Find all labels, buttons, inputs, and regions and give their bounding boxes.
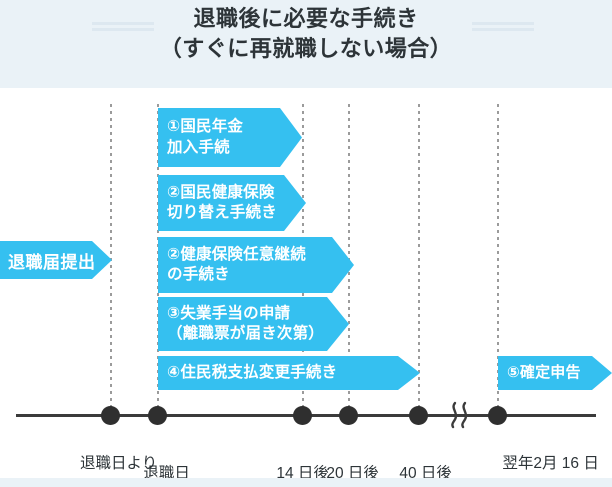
footer-band [0, 478, 612, 487]
timeline-dot-14d [293, 406, 312, 425]
axis-label-40d: 40 日後 [369, 442, 465, 487]
axis-break-icon [446, 401, 476, 429]
timeline-dot-tax-season [488, 406, 507, 425]
axis-label-tax-season-line1: 翌年2月 16 日 [502, 455, 599, 472]
header-decoration-right [472, 22, 534, 31]
task-bar-residence-tax-change[interactable]: ④住民税支払変更手続き [158, 356, 420, 390]
start-label-resignation-submit: 退職届提出 [0, 241, 112, 279]
task-bar-national-health-insurance[interactable]: ②国民健康保険 切り替え手続き [158, 175, 306, 231]
task-bar-national-pension[interactable]: ①国民年金 加入手続 [158, 108, 302, 167]
page-title-line1: 退職後に必要な手続き [193, 6, 419, 31]
timeline-dot-20d [339, 406, 358, 425]
axis-label-tax-season: 翌年2月 16 日 〜3月 15 日 [472, 432, 612, 487]
task-bar-unemployment-benefit[interactable]: ③失業手当の申請 （離職票が届き次第） [158, 297, 349, 351]
guide-line-tax-season [497, 104, 499, 416]
axis-label-14d: 14 日後 [246, 442, 342, 487]
axis-label-20d: 20 日後 [296, 442, 392, 487]
page-title-line2: （すぐに再就職しない場合） [159, 36, 453, 61]
task-bar-voluntary-health-insurance[interactable]: ②健康保険任意継続 の手続き [158, 237, 354, 293]
axis-label-retirement-day-line1: 退職日 [143, 465, 190, 482]
header-decoration-left [92, 22, 154, 31]
axis-label-20d-line1: 20 日後 [326, 465, 379, 482]
header-band [0, 0, 612, 88]
page-title: 退職後に必要な手続き （すぐに再就職しない場合） [0, 4, 612, 64]
timeline-dot-40d [409, 406, 428, 425]
guide-line-40d [418, 104, 420, 416]
axis-label-retirement-day: 退職日 [110, 442, 206, 487]
task-bar-final-tax-return[interactable]: ⑤確定申告 [498, 356, 612, 390]
axis-label-minus14d-line1: 退職日より [80, 455, 158, 472]
axis-label-minus14d: 退職日より 14 日前 [40, 432, 180, 487]
axis-label-14d-line1: 14 日後 [276, 465, 329, 482]
timeline-dot-minus14d [101, 406, 120, 425]
timeline-dot-retirement-day [148, 406, 167, 425]
axis-label-40d-line1: 40 日後 [399, 465, 452, 482]
